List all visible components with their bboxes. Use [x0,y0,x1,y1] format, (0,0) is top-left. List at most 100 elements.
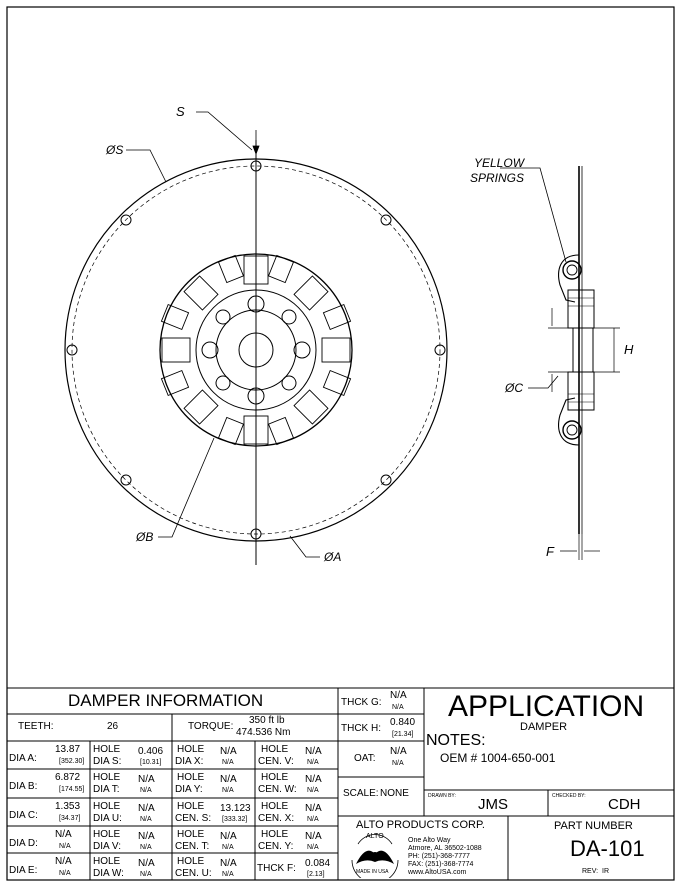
hole-value: N/A [138,774,155,785]
label-f: F [546,544,555,559]
teeth-value: 26 [107,721,119,732]
checked-by-label: CHECKED BY: [552,793,586,799]
rev-label: REV: [582,868,599,875]
hole-sub: N/A [222,871,234,878]
dia-label: DIA A: [9,753,37,764]
hole-label: HOLE [93,829,121,840]
hole-sub: N/A [140,816,152,823]
hole-label: HOLE [177,801,205,812]
label-dia-b: ØB [135,530,153,544]
hole-sub: [333.32] [222,816,248,823]
hole-value: N/A [220,858,237,869]
dia-value: N/A [55,856,72,867]
logo-top-text: ALTO [366,833,384,840]
address-line-2: Atmore, AL 36502-1088 [408,845,482,852]
fax: FAX: (251)-368-7774 [408,861,474,868]
hole-field-label: DIA Y: [175,784,203,795]
hole-label: HOLE [93,772,121,783]
label-s: S [176,104,185,119]
oem-number: OEM # 1004-650-001 [440,751,556,765]
dia-mm: [34.37] [59,815,81,822]
hole-field-label: CEN. V: [258,756,294,767]
hole-label: HOLE [177,772,205,783]
hole-field-label: DIA W: [93,868,124,879]
hole-label: HOLE [177,829,205,840]
hole-field-label: CEN. W: [258,784,297,795]
hole-label: HOLE [261,772,289,783]
application-title: APPLICATION [448,690,645,723]
hole-sub: N/A [140,787,152,794]
hole-value: N/A [220,831,237,842]
torque-value-1: 350 ft lb [249,715,285,726]
thck-h-sub: [21.34] [392,731,414,738]
drawn-by: JMS [478,796,508,813]
dia-value: 1.353 [55,801,81,812]
hole-label: HOLE [177,856,205,867]
hole-value: N/A [305,831,322,842]
thck-h-label: THCK H: [341,723,381,734]
hole-field-label: DIA S: [93,756,122,767]
hole-field-label: DIA V: [93,841,121,852]
dia-label: DIA E: [9,865,38,876]
oat-label: OAT: [354,753,376,764]
hole-label: HOLE [93,856,121,867]
label-springs-2: SPRINGS [470,171,524,185]
hole-value: N/A [305,774,322,785]
hole-sub: N/A [140,871,152,878]
hole-value: N/A [305,803,322,814]
scale-value: NONE [380,788,409,799]
front-leaders [126,111,320,558]
hole-field-label: CEN. X: [258,813,295,824]
hub-holes [201,295,311,405]
hole-field-label: CEN. T: [175,841,210,852]
hole-value: 13.123 [220,803,251,814]
thck-g-sub: N/A [392,704,404,711]
checked-by: CDH [608,796,641,813]
label-h: H [624,342,634,357]
phone: PH: (251)-368-7777 [408,853,470,860]
hole-sub: N/A [307,759,319,766]
hole-value: N/A [138,831,155,842]
front-view [64,140,448,565]
hole-sub: N/A [307,844,319,851]
torque-value-2: 474.536 Nm [236,727,291,738]
torque-label: TORQUE: [188,721,234,732]
dia-mm: N/A [59,843,71,850]
hole-value: 0.084 [305,858,331,869]
sheet-border [6,6,675,881]
hole-value: N/A [138,858,155,869]
hole-label: HOLE [261,801,289,812]
hole-sub: N/A [222,844,234,851]
hole-value: N/A [138,803,155,814]
hole-label: HOLE [93,744,121,755]
dia-label: DIA C: [9,810,38,821]
dia-mm: N/A [59,870,71,877]
label-dia-c: ØC [504,381,523,395]
hole-sub: N/A [307,787,319,794]
hole-value: 0.406 [138,746,164,757]
dia-mm: [174.55] [59,786,85,793]
hole-field-label: DIA U: [93,813,122,824]
side-view [500,166,620,560]
thck-f-label: THCK F: [257,863,296,874]
hole-field-label: DIA X: [175,756,204,767]
hole-field-label: DIA T: [93,784,120,795]
dia-label: DIA D: [9,838,38,849]
rev-value: IR [602,868,609,875]
hole-field-label: CEN. Y: [258,841,294,852]
hole-field-label: CEN. S: [175,813,212,824]
dia-label: DIA B: [9,781,38,792]
part-number-label: PART NUMBER [554,820,633,832]
drawn-by-label: DRAWN BY: [428,793,456,799]
thck-g-value: N/A [390,690,407,701]
thck-h-value: 0.840 [390,717,416,728]
hole-sub: N/A [307,816,319,823]
logo-bottom-text: MADE IN USA [356,869,389,875]
hole-value: N/A [305,746,322,757]
hole-sub: N/A [222,759,234,766]
hole-sub: N/A [140,844,152,851]
dia-value: 6.872 [55,772,81,783]
title-block-grid [7,687,674,880]
oat-sub: N/A [392,760,404,767]
